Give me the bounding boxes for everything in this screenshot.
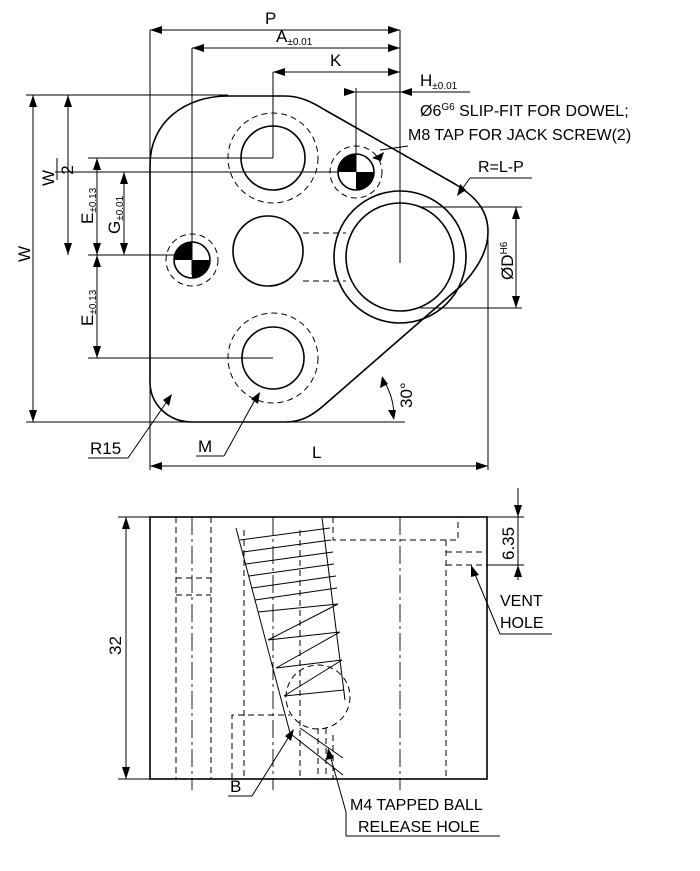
- dim-W: W: [15, 246, 34, 262]
- angle-ext-line: [321, 345, 393, 408]
- dim-K: K: [330, 51, 342, 70]
- thread-lines: [239, 527, 338, 601]
- dim-E-upper: E±0.13: [78, 187, 99, 224]
- release-note-line1: M4 TAPPED BALL: [350, 797, 483, 814]
- m-leader: [223, 397, 257, 457]
- dowel-leader: [379, 145, 409, 151]
- thread-edge: [321, 517, 346, 701]
- dowel-note-line2: M8 TAP FOR JACK SCREW(2): [408, 127, 631, 144]
- dim-32: 32: [106, 636, 125, 655]
- r15-leader: [127, 399, 169, 459]
- dim-E-lower: E±0.13: [78, 289, 99, 326]
- hole-middle: [232, 215, 304, 287]
- dim-G: G±0.01: [105, 195, 126, 234]
- dim-6-35: 6.35: [499, 527, 518, 560]
- inclined-thread: [235, 517, 351, 776]
- plate-outline: [149, 95, 489, 423]
- top-view: P A±0.01 K H±0.01 Ø6G6 SLIP-FIT FOR DOWE…: [15, 9, 631, 470]
- angle-30: 30°: [397, 382, 416, 408]
- section-view: 32 6.35 VENT HOLE B M4 TAPPED BALL RELEA…: [106, 488, 552, 837]
- dim-A: A±0.01: [276, 27, 313, 48]
- dim-W-half-denominator: 2: [58, 165, 77, 174]
- vent-note-line1: VENT: [500, 593, 543, 610]
- dim-D: ØDH6: [498, 241, 517, 280]
- ball-line: [291, 734, 344, 776]
- label-M: M: [198, 437, 212, 456]
- b-leader: [251, 734, 291, 797]
- vent-leader: [473, 571, 501, 635]
- radius-note: R=L-P: [478, 159, 524, 176]
- pocket: [231, 714, 290, 779]
- dim-P: P: [265, 9, 276, 28]
- label-B: B: [230, 777, 241, 796]
- vent-note-line2: HOLE: [500, 615, 544, 632]
- dim-W-half-numerator: W: [39, 170, 58, 186]
- thread-edge: [235, 527, 291, 734]
- dim-H: H±0.01: [420, 71, 458, 92]
- release-note-line2: RELEASE HOLE: [358, 819, 480, 836]
- label-R15: R15: [90, 439, 121, 458]
- counterbore: [332, 517, 459, 541]
- ball-line: [299, 727, 344, 759]
- dowel-note-line1: Ø6G6 SLIP-FIT FOR DOWEL;: [420, 102, 629, 120]
- thread-zigzag: [257, 603, 345, 697]
- dim-L: L: [312, 443, 321, 462]
- release-leader: [329, 754, 347, 813]
